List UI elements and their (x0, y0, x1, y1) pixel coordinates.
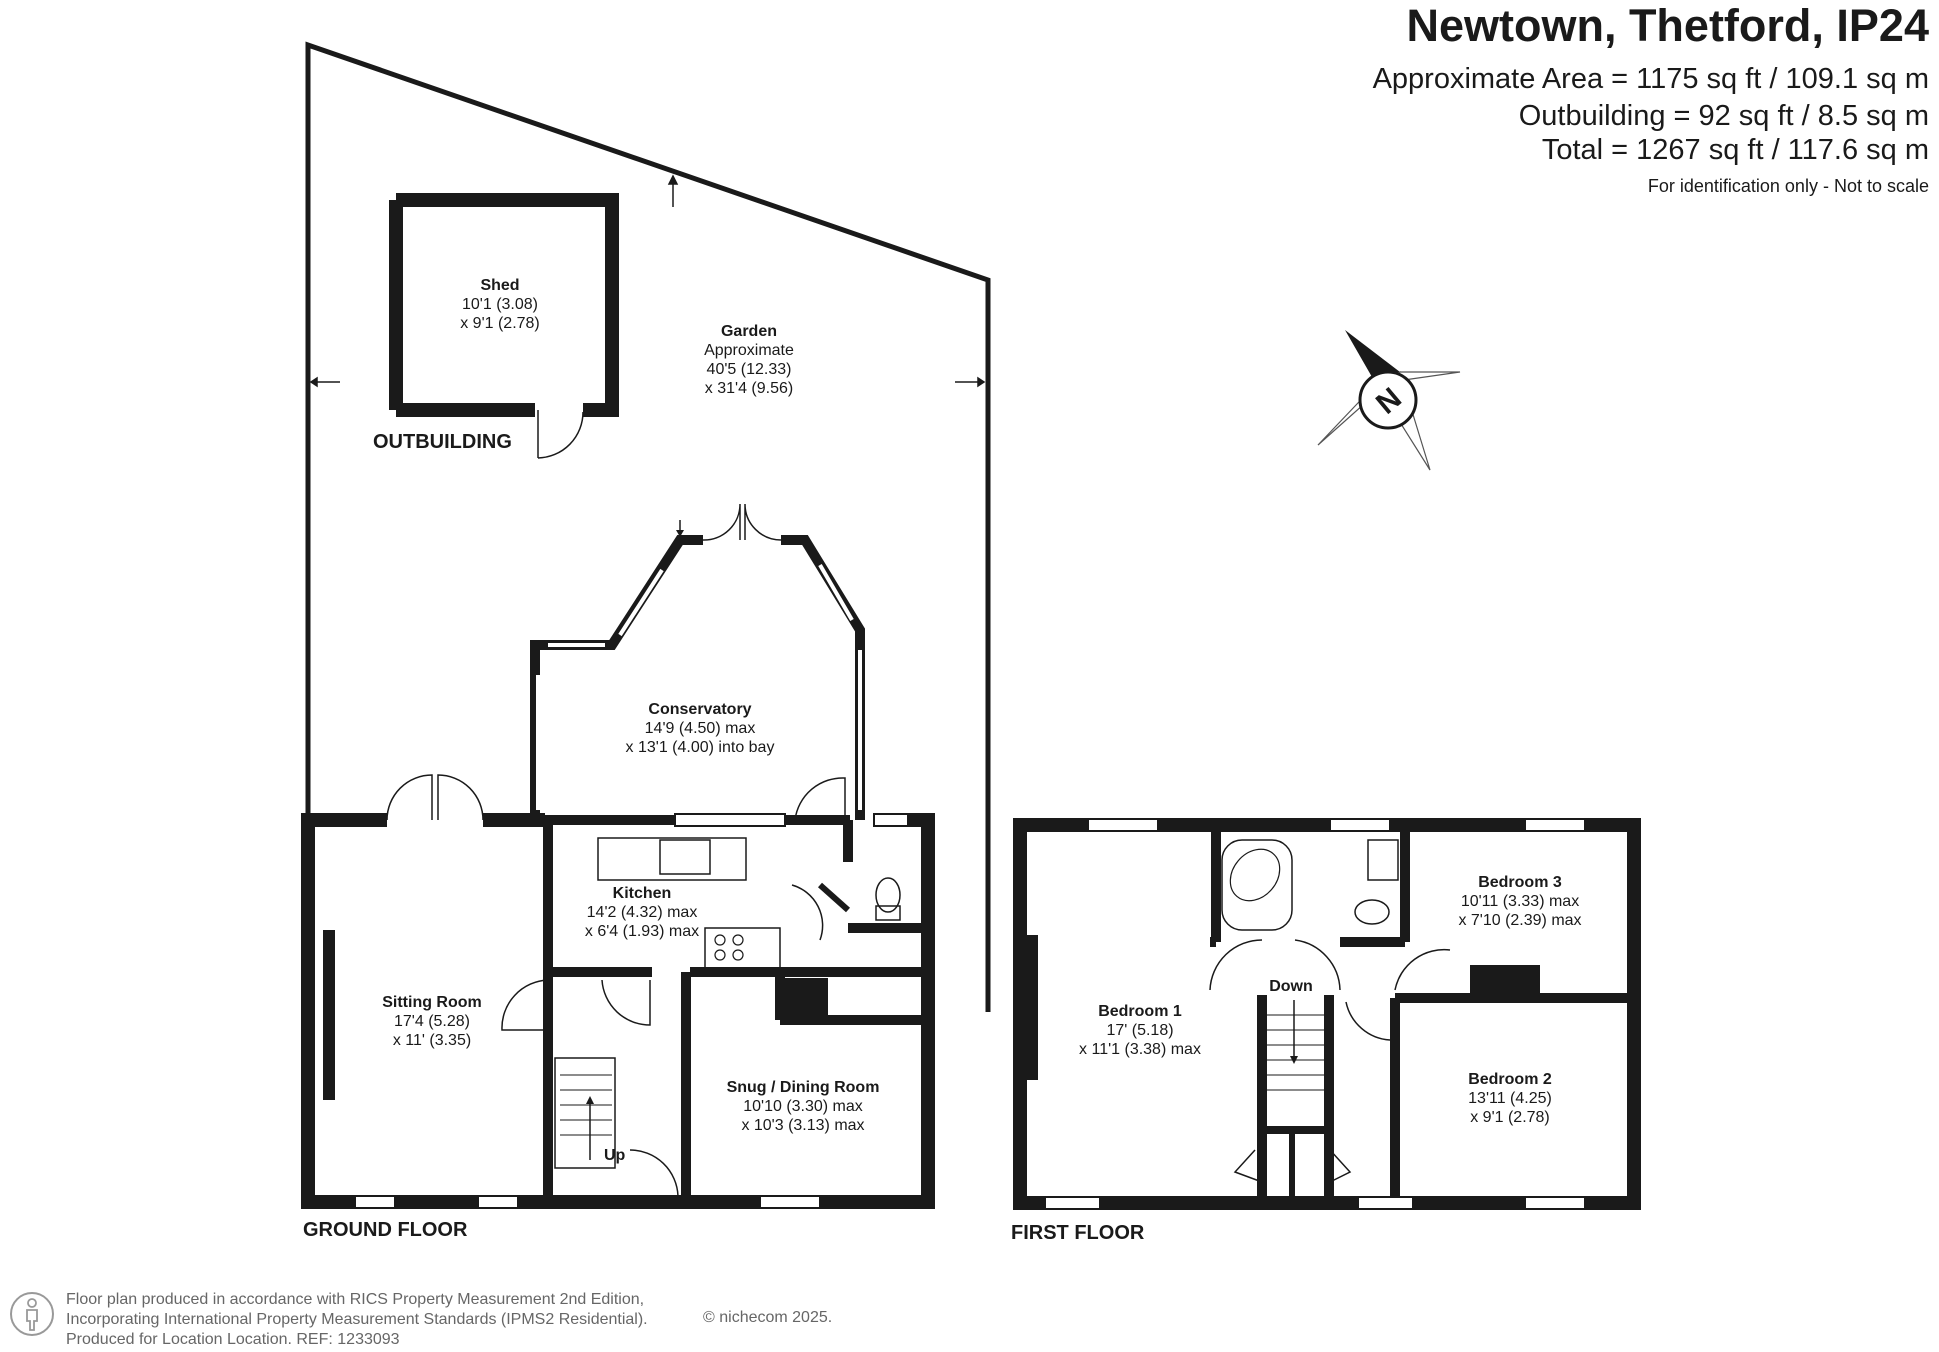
outbuilding-area: Outbuilding = 92 sq ft / 8.5 sq m (1518, 100, 1929, 132)
bedroom2-dim2: x 9'1 (2.78) (1470, 1109, 1550, 1126)
copyright: © nichecom 2025. (703, 1309, 833, 1326)
footer-notes: Floor plan produced in accordance with R… (66, 1290, 648, 1350)
ground-floor-walls (301, 774, 935, 1209)
snug-dim2: x 10'3 (3.13) max (741, 1117, 864, 1134)
scale-disclaimer: For identification only - Not to scale (1647, 176, 1929, 196)
bedroom2-name: Bedroom 2 (1468, 1071, 1552, 1088)
stairs-down-label: Down (1269, 978, 1313, 995)
garden-boundary (305, 41, 991, 1012)
conservatory (530, 503, 865, 821)
property-title: Newtown, Thetford, IP24 (1406, 0, 1929, 51)
bedroom2-dim1: 13'11 (4.25) (1468, 1090, 1552, 1107)
bedroom3-dim2: x 7'10 (2.39) max (1458, 912, 1581, 929)
first-floor-walls (1013, 818, 1641, 1210)
garden-dim0: Approximate (704, 342, 794, 359)
ground-floor-label: GROUND FLOOR (303, 1219, 468, 1241)
shed-dim1: 10'1 (3.08) (462, 296, 538, 313)
compass-rose-icon: N (1317, 330, 1461, 471)
bedroom1-dim1: 17' (5.18) (1106, 1022, 1173, 1039)
bedroom3-dim1: 10'11 (3.33) max (1461, 893, 1579, 910)
kitchen-dim2: x 6'4 (1.93) max (585, 923, 699, 940)
stairs-up-label: Up (604, 1147, 626, 1164)
kitchen-dim1: 14'2 (4.32) max (587, 904, 698, 921)
total-area: Total = 1267 sq ft / 117.6 sq m (1541, 134, 1929, 166)
footer-line1: Floor plan produced in accordance with R… (66, 1291, 645, 1308)
conservatory-dim2: x 13'1 (4.00) into bay (626, 739, 775, 756)
conservatory-name: Conservatory (648, 701, 751, 718)
bedroom1-dim2: x 11'1 (3.38) max (1079, 1041, 1201, 1058)
garden-name: Garden (721, 323, 777, 340)
shed-dim2: x 9'1 (2.78) (460, 315, 540, 332)
conservatory-dim1: 14'9 (4.50) max (645, 720, 756, 737)
shed (389, 193, 619, 459)
bedroom3-name: Bedroom 3 (1478, 874, 1562, 891)
outbuilding-label: OUTBUILDING (373, 431, 512, 453)
garden-dim1: 40'5 (12.33) (707, 361, 792, 378)
shed-name: Shed (480, 277, 519, 294)
footer-line2: Incorporating International Property Mea… (66, 1311, 648, 1328)
snug-dim1: 10'10 (3.30) max (743, 1098, 863, 1115)
sitting-room-dim2: x 11' (3.35) (393, 1032, 471, 1049)
garden-dim2: x 31'4 (9.56) (705, 380, 793, 397)
first-floor-label: FIRST FLOOR (1011, 1222, 1145, 1244)
garden-arrows (309, 174, 986, 388)
bedroom1-name: Bedroom 1 (1098, 1003, 1182, 1020)
sitting-room-name: Sitting Room (382, 994, 482, 1011)
snug-name: Snug / Dining Room (727, 1079, 880, 1096)
approximate-area: Approximate Area = 1175 sq ft / 109.1 sq… (1372, 63, 1929, 95)
footer-line3: Produced for Location Location. REF: 123… (66, 1331, 400, 1348)
kitchen-name: Kitchen (613, 885, 672, 902)
person-icon (10, 1292, 54, 1336)
sitting-room-dim1: 17'4 (5.28) (394, 1013, 470, 1030)
